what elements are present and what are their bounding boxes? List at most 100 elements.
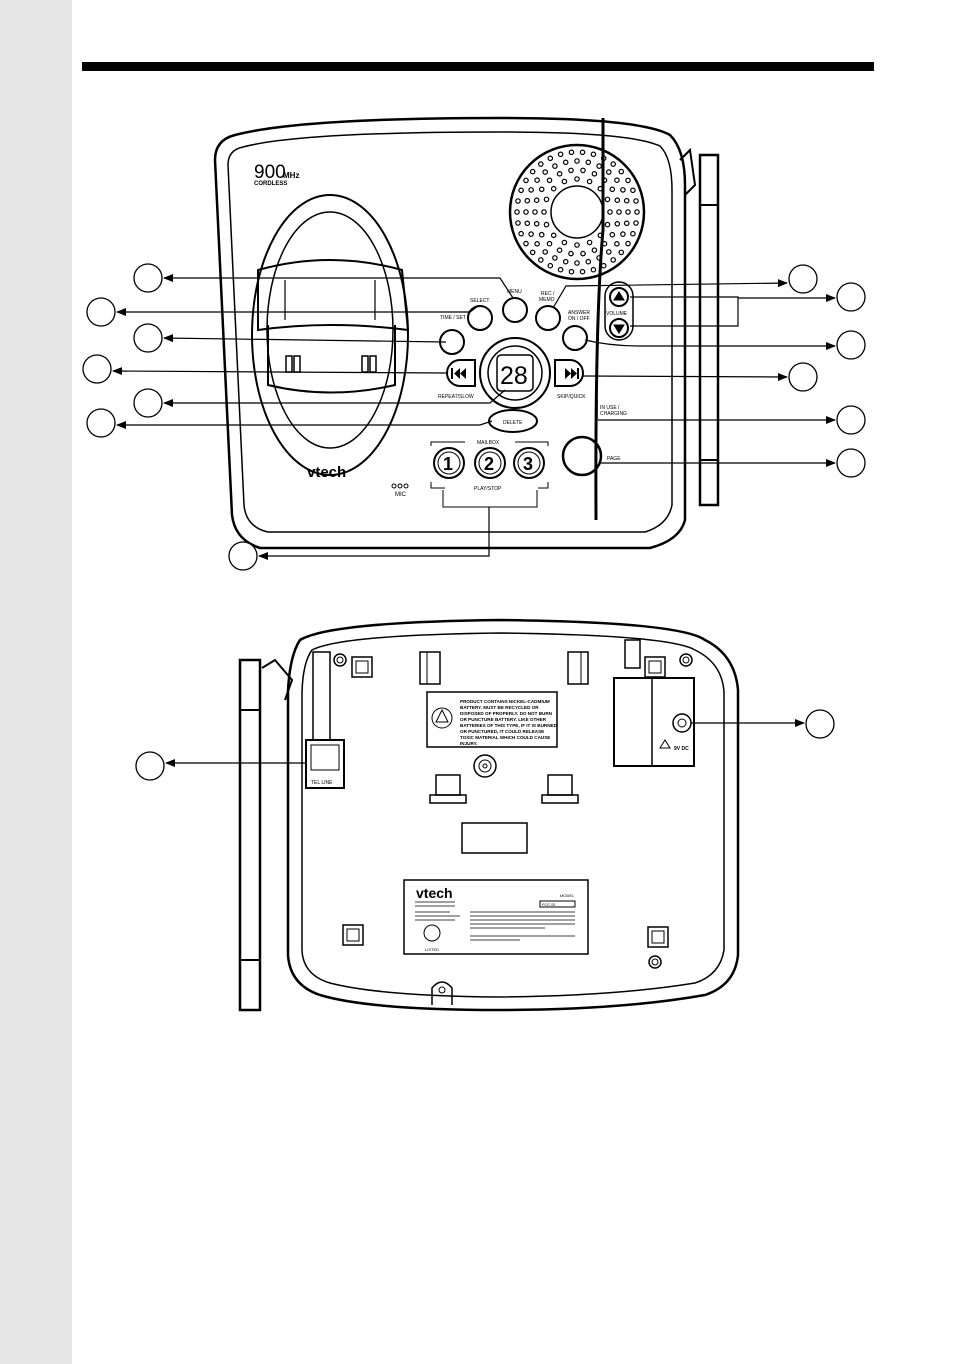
- volume-label: VOLUME: [606, 311, 628, 317]
- speaker-hole: [523, 177, 529, 184]
- leader-line: [630, 296, 739, 327]
- base-body-inner: [227, 131, 673, 533]
- speaker-hole: [556, 171, 563, 177]
- callout-circle: [228, 541, 258, 571]
- speaker-hole: [568, 149, 575, 156]
- speaker-hole: [568, 250, 574, 257]
- callout-circle: [86, 297, 116, 327]
- speaker-hole: [550, 185, 557, 192]
- speaker-hole: [630, 230, 636, 237]
- repeat-label: REPEAT/SLOW: [438, 394, 474, 400]
- in-use-label-2: CHARGING: [600, 411, 627, 417]
- speaker-hole: [552, 255, 558, 261]
- select-button[interactable]: [467, 305, 493, 331]
- speaker-hole: [604, 221, 611, 228]
- speaker-hole: [633, 220, 639, 226]
- speaker-hole: [591, 171, 598, 177]
- rubber-foot: [351, 656, 373, 678]
- speaker-hole: [596, 255, 602, 261]
- speaker-hole: [620, 187, 626, 193]
- callout-circle: [836, 282, 866, 312]
- speaker-hole: [537, 161, 544, 167]
- speaker-hole: [515, 220, 521, 226]
- menu-button[interactable]: [502, 297, 528, 323]
- delete-button[interactable]: [488, 409, 538, 433]
- speaker-hole: [625, 177, 631, 184]
- recycle-notice-line: INJURY.: [460, 741, 477, 746]
- speaker-hole: [633, 198, 639, 204]
- speaker-hole: [542, 249, 549, 255]
- fcc-field-label: FCC ID: [542, 902, 555, 907]
- warning-icon: [659, 739, 671, 749]
- speaker-hole: [585, 159, 592, 166]
- speaker-hole: [568, 268, 575, 275]
- speaker-hole: [518, 187, 524, 194]
- leader-line: [163, 389, 506, 407]
- speaker-hole: [562, 159, 569, 166]
- recycle-icon: [431, 707, 453, 729]
- screw-hole: [333, 653, 347, 667]
- model-label-text-lines: [415, 901, 575, 941]
- handset-cradle-inner: [266, 211, 394, 449]
- answer-label-2: ON / OFF: [568, 316, 590, 322]
- ul-listed-icon: [423, 924, 441, 942]
- charge-contact-left: [285, 355, 293, 373]
- brand-cordless: CORDLESS: [254, 181, 287, 187]
- mailbox-label: MAILBOX: [477, 440, 500, 446]
- mailbox-1-button[interactable]: [433, 447, 465, 479]
- mic-label: MIC: [395, 492, 407, 498]
- speaker-hole: [614, 221, 621, 227]
- handset-cradle-outer: [251, 194, 409, 476]
- center-plate: [461, 822, 528, 854]
- callout-circle: [133, 263, 163, 293]
- page-button[interactable]: [561, 435, 603, 477]
- speaker-hole: [625, 240, 631, 247]
- speaker-hole: [623, 220, 630, 227]
- skip-button[interactable]: [554, 359, 584, 387]
- speaker-hole: [552, 163, 558, 169]
- mailbox-3-button[interactable]: [513, 447, 545, 479]
- recycle-notice: PRODUCT CONTAINS NICKEL-CADMIUM BATTERY.…: [460, 699, 558, 746]
- speaker-hole: [620, 231, 626, 237]
- speaker-hole: [574, 260, 580, 266]
- speaker-hole: [534, 177, 540, 184]
- volume-down-button[interactable]: [609, 318, 629, 338]
- repeat-button[interactable]: [446, 359, 476, 387]
- speaker-hole: [609, 231, 616, 238]
- leader-line: [116, 305, 479, 316]
- speaker-hole: [574, 176, 580, 182]
- delete-label: DELETE: [503, 420, 523, 426]
- speaker-hole: [630, 187, 636, 194]
- speaker-hole: [605, 249, 612, 255]
- time-set-label: TIME / SET: [440, 315, 466, 321]
- speaker-hole: [574, 158, 580, 164]
- recycle-notice-line: OR PUNCTURE BATTERY. LIKE OTHER: [460, 717, 547, 722]
- select-label: SELECT: [470, 298, 489, 304]
- speaker-hole: [541, 209, 547, 215]
- leader-line: [258, 507, 490, 560]
- speaker-hole: [538, 186, 545, 193]
- play-stop-label: PLAY/STOP: [474, 486, 502, 492]
- recycle-notice-line: DISPOSED OF PROPERLY. DO NOT BURN: [460, 711, 553, 716]
- speaker-hole: [528, 187, 534, 193]
- rec-memo-button[interactable]: [535, 305, 561, 331]
- callout-leaders: [112, 274, 836, 767]
- speaker-hole: [614, 241, 620, 247]
- speaker-hole: [532, 209, 538, 215]
- callout-circle: [82, 354, 112, 384]
- speaker-hole: [514, 209, 520, 215]
- page-label: PAGE: [607, 456, 621, 462]
- front-antenna: [698, 153, 720, 507]
- speaker-hole: [547, 155, 554, 162]
- bottom-vtech-logo: vtech: [416, 885, 453, 901]
- mailbox-2-button[interactable]: [474, 447, 506, 479]
- answer-button[interactable]: [562, 325, 588, 351]
- volume-up-button[interactable]: [609, 287, 629, 307]
- center-mount-hole: [473, 754, 497, 778]
- bottom-body-inner: [301, 632, 725, 998]
- speaker-hole: [529, 249, 536, 256]
- speaker-hole: [601, 240, 608, 247]
- speaker-hole: [529, 168, 536, 175]
- callout-circle: [805, 709, 835, 739]
- speaker-hole: [586, 239, 593, 246]
